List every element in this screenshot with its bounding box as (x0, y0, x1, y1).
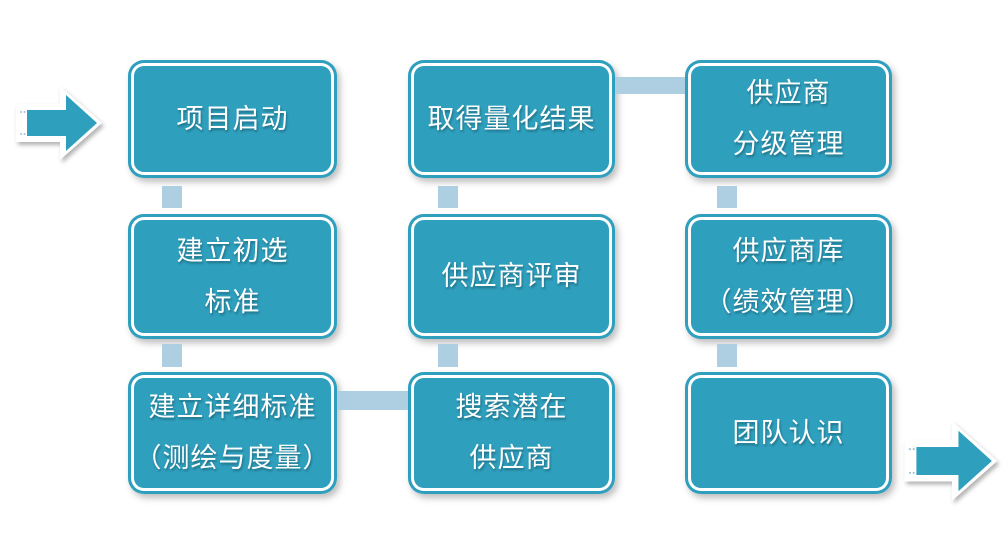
flow-box-label: 供应商 (469, 443, 554, 473)
flow-box-label: 项目启动 (176, 103, 289, 134)
connector-col1-row1-row2 (162, 186, 182, 208)
flow-box-label: （绩效管理） (704, 286, 873, 317)
flow-box-label: 供应商 (746, 78, 831, 108)
end-arrow-icon (904, 420, 1000, 502)
flow-box-label: 建立详细标准 (148, 392, 317, 422)
flow-box-label: 供应商库 (732, 235, 845, 266)
connector-col3-row2-row3 (717, 344, 737, 367)
connector-top-col2-col3 (615, 77, 685, 94)
flow-box-detailed-criteria: 建立详细标准 （测绘与度量） (128, 372, 337, 494)
connector-col2-row1-row2 (438, 186, 458, 208)
flow-box-supplier-grading: 供应商 分级管理 (685, 60, 892, 178)
flow-box-label: 取得量化结果 (427, 103, 596, 134)
flow-box-supplier-review: 供应商评审 (408, 214, 615, 339)
flow-box-label: （测绘与度量） (134, 443, 331, 473)
flow-box-label: 团队认识 (732, 417, 845, 448)
connector-col3-row1-row2 (717, 186, 737, 208)
flow-box-label: 供应商评审 (441, 261, 582, 291)
start-arrow-icon (16, 85, 104, 161)
flow-box-supplier-database: 供应商库 （绩效管理） (685, 214, 892, 339)
flow-box-initial-criteria: 建立初选 标准 (128, 214, 337, 339)
flow-box-label: 建立初选 (176, 235, 289, 266)
connector-col1-row2-row3 (162, 344, 182, 367)
flow-box-label: 标准 (204, 286, 261, 317)
connector-col2-row2-row3 (438, 344, 458, 367)
flow-box-quantified-results: 取得量化结果 (408, 60, 615, 178)
flow-box-label: 搜索潜在 (455, 392, 568, 422)
connector-bottom-col1-col2 (337, 391, 408, 410)
flow-box-label: 分级管理 (732, 129, 845, 159)
flow-box-search-potential-suppliers: 搜索潜在 供应商 (408, 372, 615, 494)
flow-box-project-start: 项目启动 (128, 60, 337, 178)
flow-box-team-recognition: 团队认识 (685, 372, 892, 494)
